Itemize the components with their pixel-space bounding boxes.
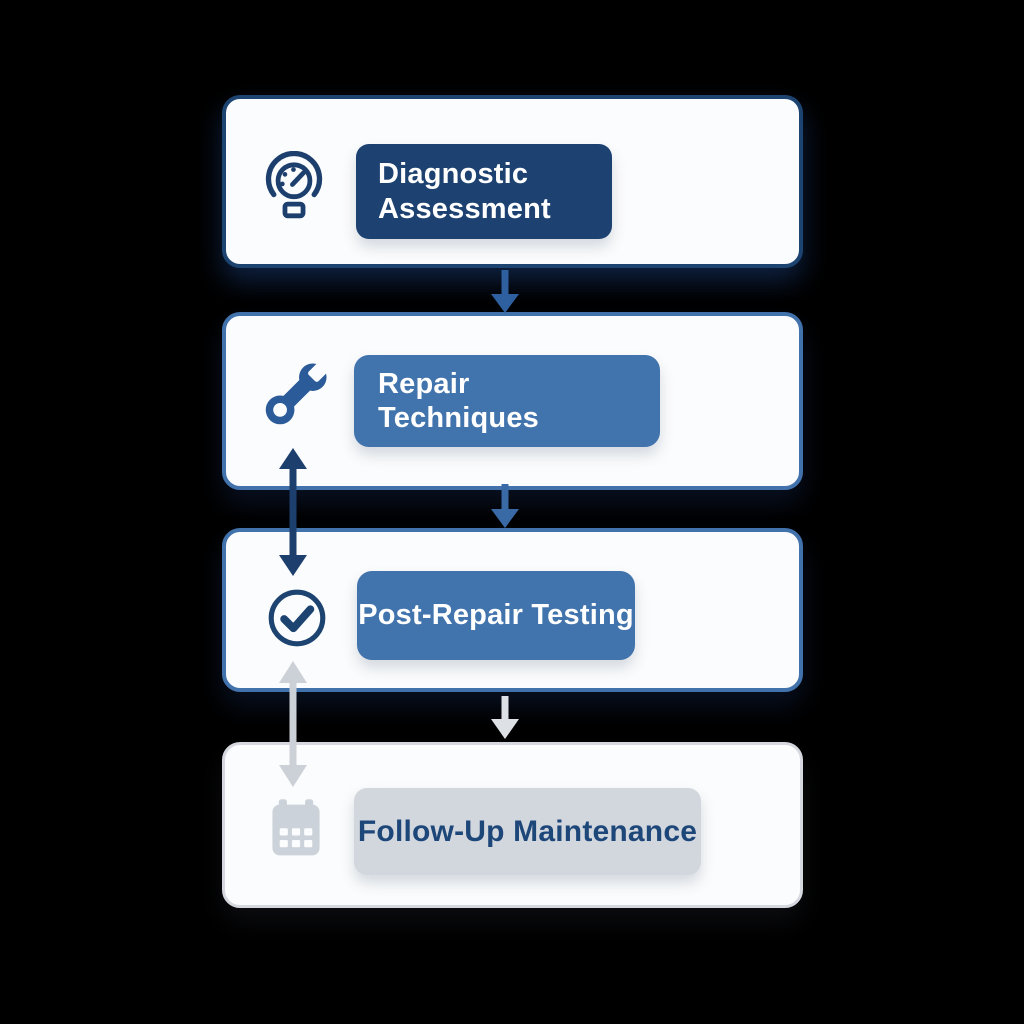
down-arrow-3-4 bbox=[491, 696, 519, 739]
step-label-box: Post-Repair Testing bbox=[357, 571, 635, 660]
step-card-post-repair-testing: Post-Repair Testing bbox=[222, 528, 803, 692]
step-label-box: Follow-Up Maintenance bbox=[354, 788, 701, 875]
down-arrow-1-2 bbox=[491, 270, 519, 313]
step-card-repair-techniques: Repair Techniques bbox=[222, 312, 803, 490]
step-card-diagnostic-assessment: Diagnostic Assessment bbox=[222, 95, 803, 268]
step-card-follow-up-maintenance: Follow-Up Maintenance bbox=[222, 742, 803, 908]
calendar-icon bbox=[267, 793, 325, 867]
step-label: Diagnostic Assessment bbox=[378, 158, 551, 225]
down-arrow-2-3 bbox=[491, 484, 519, 528]
step-label-box: Diagnostic Assessment bbox=[356, 144, 612, 239]
step-label: Follow-Up Maintenance bbox=[357, 814, 698, 848]
step-label: Post-Repair Testing bbox=[358, 599, 634, 632]
step-label: Repair Techniques bbox=[378, 367, 539, 434]
step-label-box: Repair Techniques bbox=[354, 355, 660, 447]
check-circle-icon bbox=[264, 585, 330, 651]
wrench-icon bbox=[256, 354, 336, 434]
gauge-icon bbox=[260, 150, 328, 219]
